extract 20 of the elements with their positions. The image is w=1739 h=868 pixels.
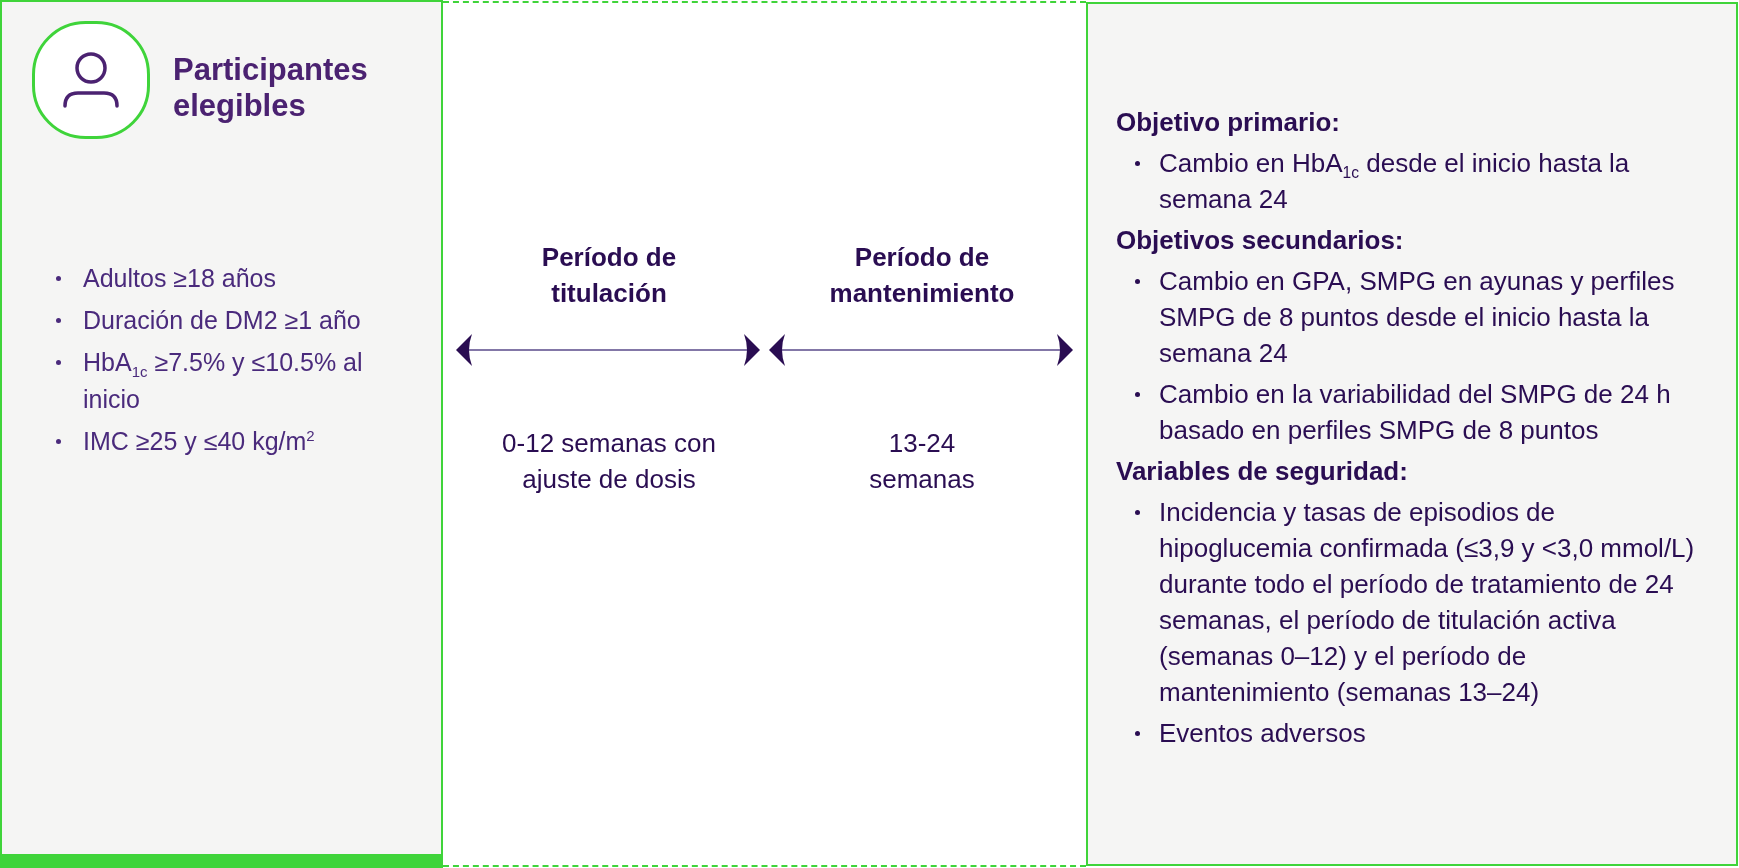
bullet-text: Cambio en GPA, SMPG en ayunas y perfiles SMPG de 8 puntos desde el inicio hasta la semana 24 <box>1135 263 1701 371</box>
section-heading: Variables de seguridad: <box>1116 455 1408 488</box>
bullet-text: Cambio en HbA$_{1c}$ desde el inicio hasta la semana 24 <box>1135 145 1701 217</box>
bullet-text: Cambio en la variabilidad del SMPG de 24 h basado en perfiles SMPG de 8 puntos <box>1135 376 1701 448</box>
section-heading: Objetivos secundarios: <box>1116 224 1404 257</box>
timeline-panel <box>443 1 1086 867</box>
bullet-text: Adultos ≥18 años <box>56 260 376 297</box>
bullet-text: Eventos adversos <box>1135 715 1701 751</box>
section-heading: Objetivo primario: <box>1116 106 1340 139</box>
bullet-text: IMC ≥25 y ≤40 kg/m$^{2}$ <box>56 423 376 460</box>
criteria-panel <box>0 0 443 868</box>
bullet-text: Incidencia y tasas de episodios de hipoglucemia confirmada (≤3,9 y <3,0 mmol/L) durante todo el período de tratamiento de 24 semanas, el período de titulación activa (semanas 0–12) y el período de mantenimiento (semanas 13–24) <box>1135 494 1701 710</box>
bullet-text: Duración de DM2 ≥1 año <box>56 302 376 339</box>
period-heading: Período de titulación <box>540 241 678 310</box>
endpoints-panel <box>1086 2 1738 866</box>
period-heading: Período de mantenimiento <box>828 241 1016 310</box>
period-duration: 13-24 semanas <box>868 427 976 496</box>
period-duration: 0-12 semanas con ajuste de dosis <box>501 427 717 496</box>
bullet-text: HbA$_{1c}$ ≥7.5% y ≤10.5% al inicio <box>56 344 376 418</box>
panel-heading: Participantes elegibles <box>173 52 369 124</box>
